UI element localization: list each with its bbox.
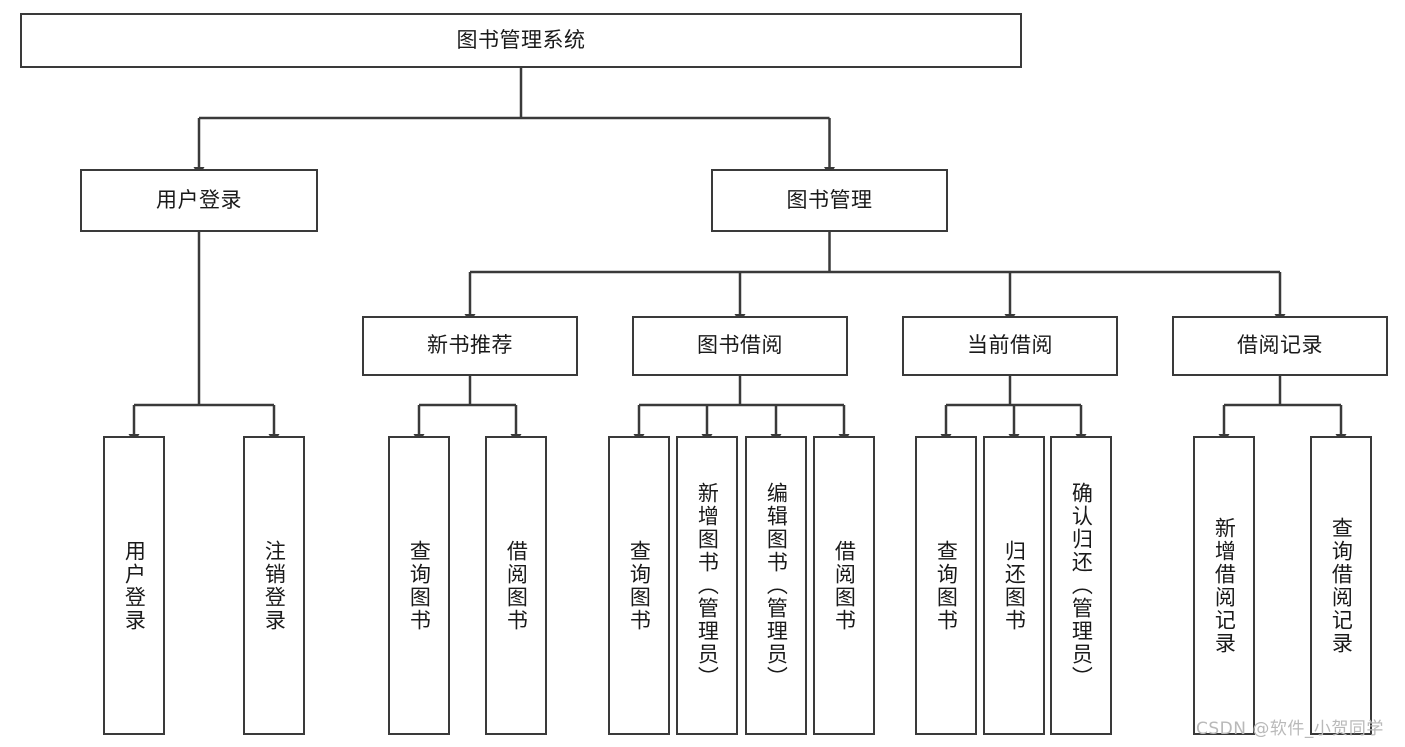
- node-leaf-bo-b[interactable]: 借阅图书: [813, 436, 875, 735]
- node-label: 新书推荐: [427, 333, 513, 358]
- node-label: 注销登录: [262, 539, 287, 632]
- node-label: 借阅图书: [504, 539, 529, 632]
- node-label: 用户登录: [122, 539, 147, 632]
- node-leaf-nb-q[interactable]: 查询图书: [388, 436, 450, 735]
- node-leaf-nb-b[interactable]: 借阅图书: [485, 436, 547, 735]
- node-leaf-bo-e[interactable]: 编辑图书（管理员）: [745, 436, 807, 735]
- node-leaf-logout[interactable]: 注销登录: [243, 436, 305, 735]
- node-label: 归还图书: [1002, 539, 1027, 632]
- node-label: 查询图书: [627, 539, 652, 632]
- node-label: 借阅记录: [1237, 333, 1323, 358]
- node-label: 查询图书: [407, 539, 432, 632]
- node-label: 图书管理: [786, 187, 873, 212]
- node-label: 图书管理系统: [456, 27, 586, 52]
- node-leaf-re-q[interactable]: 查询借阅记录: [1310, 436, 1372, 735]
- node-leaf-bo-q[interactable]: 查询图书: [608, 436, 670, 735]
- node-leaf-cu-r[interactable]: 归还图书: [983, 436, 1045, 735]
- node-label: 借阅图书: [832, 539, 857, 632]
- node-root[interactable]: 图书管理系统: [20, 13, 1022, 68]
- node-leaf-re-a[interactable]: 新增借阅记录: [1193, 436, 1255, 735]
- node-current[interactable]: 当前借阅: [902, 316, 1118, 376]
- node-label: 确认归还（管理员）: [1069, 482, 1094, 689]
- node-label: 编辑图书（管理员）: [764, 482, 789, 689]
- node-borrow[interactable]: 图书借阅: [632, 316, 848, 376]
- node-leaf-bo-a[interactable]: 新增图书（管理员）: [676, 436, 738, 735]
- node-leaf-cu-c[interactable]: 确认归还（管理员）: [1050, 436, 1112, 735]
- node-leaf-login[interactable]: 用户登录: [103, 436, 165, 735]
- node-label: 新增借阅记录: [1212, 516, 1237, 655]
- node-label: 图书借阅: [697, 333, 783, 358]
- node-label: 新增图书（管理员）: [695, 482, 720, 689]
- node-label: 查询图书: [934, 539, 959, 632]
- node-label: 查询借阅记录: [1329, 516, 1354, 655]
- node-records[interactable]: 借阅记录: [1172, 316, 1388, 376]
- node-newbook[interactable]: 新书推荐: [362, 316, 578, 376]
- node-leaf-cu-q[interactable]: 查询图书: [915, 436, 977, 735]
- node-label: 当前借阅: [967, 333, 1053, 358]
- node-label: 用户登录: [156, 187, 242, 212]
- node-login[interactable]: 用户登录: [80, 169, 318, 232]
- node-bookmgmt[interactable]: 图书管理: [711, 169, 948, 232]
